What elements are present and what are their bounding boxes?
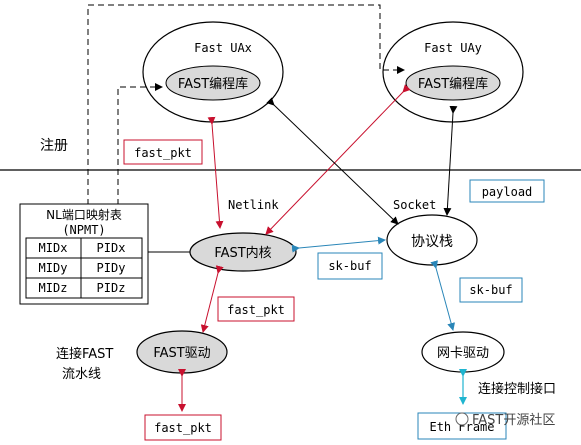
payload-box (469, 179, 545, 203)
fast-pkt-box-top (123, 139, 203, 165)
fast-pkt-label-mid: fast_pkt (227, 303, 285, 317)
watermark-text: FAST开源社区 (472, 412, 555, 428)
npmt-cell: MIDy (39, 261, 68, 275)
npmt-table: NL端口映射表 (NPMT) MIDx PIDx MIDy PIDy MIDz … (19, 203, 149, 305)
npmt-title-line2: (NPMT) (62, 223, 105, 237)
netlink-label: Netlink (228, 198, 279, 212)
socket-label: Socket (393, 198, 436, 212)
connect-fast-label-line1: 连接FAST (56, 346, 113, 362)
fast-lib-x-node (165, 65, 261, 101)
arrow-kernel-stack (291, 236, 386, 253)
fast-pkt-label-bottom: fast_pkt (154, 421, 212, 435)
fast-uay-title: Fast UAy (424, 41, 482, 55)
wechat-icon (455, 412, 469, 426)
fast-lib-x-label: FAST编程库 (178, 76, 248, 92)
sk-buf-label-left: sk-buf (328, 259, 371, 273)
register-dashed-arrow-uay (87, 4, 405, 205)
arrow-kernel-driver (200, 265, 224, 333)
arrow-stack-nic (430, 260, 456, 331)
sk-buf-label-right: sk-buf (469, 283, 512, 297)
eth-frame-label: Eth Frame (429, 420, 494, 434)
fast-pkt-label-top: fast_pkt (134, 146, 192, 160)
npmt-title-line1: NL端口映射表 (46, 207, 122, 222)
fast-pkt-box-bottom (144, 414, 222, 441)
fast-lib-y-label: FAST编程库 (418, 76, 488, 92)
arrow-uay-stack (443, 105, 458, 216)
fast-driver-label: FAST驱动 (153, 346, 210, 361)
fast-pkt-box-mid (217, 296, 295, 322)
watermark: FAST开源社区 (455, 412, 555, 428)
npmt-cell: MIDx (39, 241, 68, 255)
payload-label: payload (482, 185, 533, 199)
arrow-libx-kernel (207, 116, 224, 229)
sk-buf-box-left (317, 252, 383, 280)
fast-uax-title: Fast UAx (194, 41, 252, 55)
protocol-stack-label: 协议栈 (411, 234, 453, 250)
npmt-cell: PIDy (97, 261, 126, 275)
npmt-cell: PIDz (97, 281, 126, 295)
nic-driver-label: 网卡驱动 (437, 346, 489, 361)
connect-fast-label-line2: 流水线 (62, 367, 101, 382)
fast-kernel-label: FAST内核 (214, 245, 271, 261)
npmt-cell: MIDz (39, 281, 68, 295)
fast-lib-y-node (405, 65, 501, 101)
connect-ctrl-label: 连接控制接口 (478, 381, 556, 397)
register-label: 注册 (40, 138, 68, 154)
sk-buf-box-right (459, 277, 523, 303)
arrow-uax-stack (266, 97, 399, 225)
npmt-cell: PIDx (97, 241, 126, 255)
